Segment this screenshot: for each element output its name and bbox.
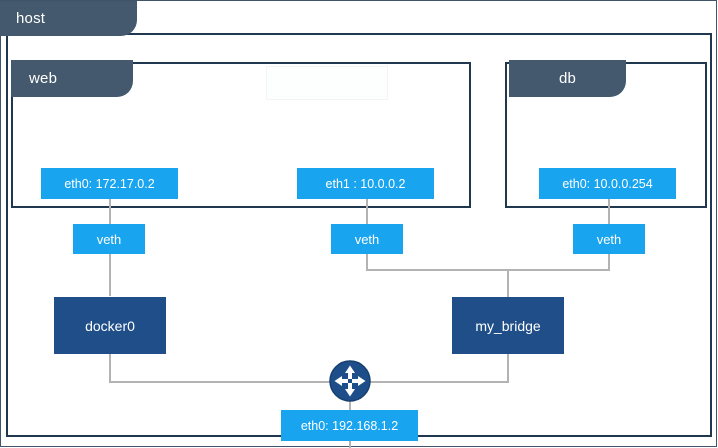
link-my-bridge-router-bus: [355, 381, 509, 383]
container-web-tab[interactable]: web: [11, 60, 133, 97]
veth-3-label: veth: [596, 231, 622, 247]
link-veth-bus: [366, 269, 610, 271]
veth-3[interactable]: veth: [573, 224, 645, 254]
interface-db-eth0[interactable]: eth0: 10.0.0.254: [539, 168, 676, 199]
interface-web-eth1[interactable]: eth1 : 10.0.0.2: [297, 168, 434, 199]
interface-db-eth0-label: eth0: 10.0.0.254: [562, 176, 653, 191]
link-my-bridge-down: [507, 354, 509, 382]
interface-web-eth1-label: eth1 : 10.0.0.2: [325, 176, 406, 191]
link-docker0-router-bus: [109, 381, 331, 383]
link-router-host-eth0: [349, 395, 351, 411]
interface-web-eth0[interactable]: eth0: 172.17.0.2: [41, 168, 178, 199]
link-web-eth1-veth2: [366, 199, 368, 225]
interface-host-eth0-label: eth0: 192.168.1.2: [300, 418, 399, 433]
router-icon[interactable]: [329, 360, 371, 402]
link-host-eth0-tail: [349, 436, 351, 448]
veth-1[interactable]: veth: [73, 224, 145, 254]
interface-web-eth0-label: eth0: 172.17.0.2: [64, 176, 155, 191]
link-veth2-down: [366, 253, 368, 270]
container-host-tab[interactable]: host: [0, 1, 137, 36]
link-veth3-down: [608, 253, 610, 270]
interface-host-eth0[interactable]: eth0: 192.168.1.2: [281, 410, 418, 441]
link-db-eth0-veth3: [608, 199, 610, 225]
link-docker0-down: [109, 354, 111, 382]
veth-2-label: veth: [354, 231, 380, 247]
bridge-my-bridge-label: my_bridge: [475, 317, 541, 334]
web-inner-placeholder: [266, 66, 388, 100]
veth-2[interactable]: veth: [331, 224, 403, 254]
container-host-label: host: [16, 10, 46, 27]
bridge-docker0-label: docker0: [85, 317, 135, 334]
link-web-eth0-veth1: [109, 199, 111, 225]
link-veth1-docker0: [109, 253, 111, 296]
bridge-my-bridge[interactable]: my_bridge: [452, 297, 564, 354]
container-db-tab[interactable]: db: [509, 60, 626, 97]
veth-1-label: veth: [96, 231, 122, 247]
container-db-label: db: [558, 70, 577, 87]
bridge-docker0[interactable]: docker0: [54, 297, 166, 354]
container-web-label: web: [29, 70, 58, 87]
link-bus-my-bridge: [507, 269, 509, 297]
